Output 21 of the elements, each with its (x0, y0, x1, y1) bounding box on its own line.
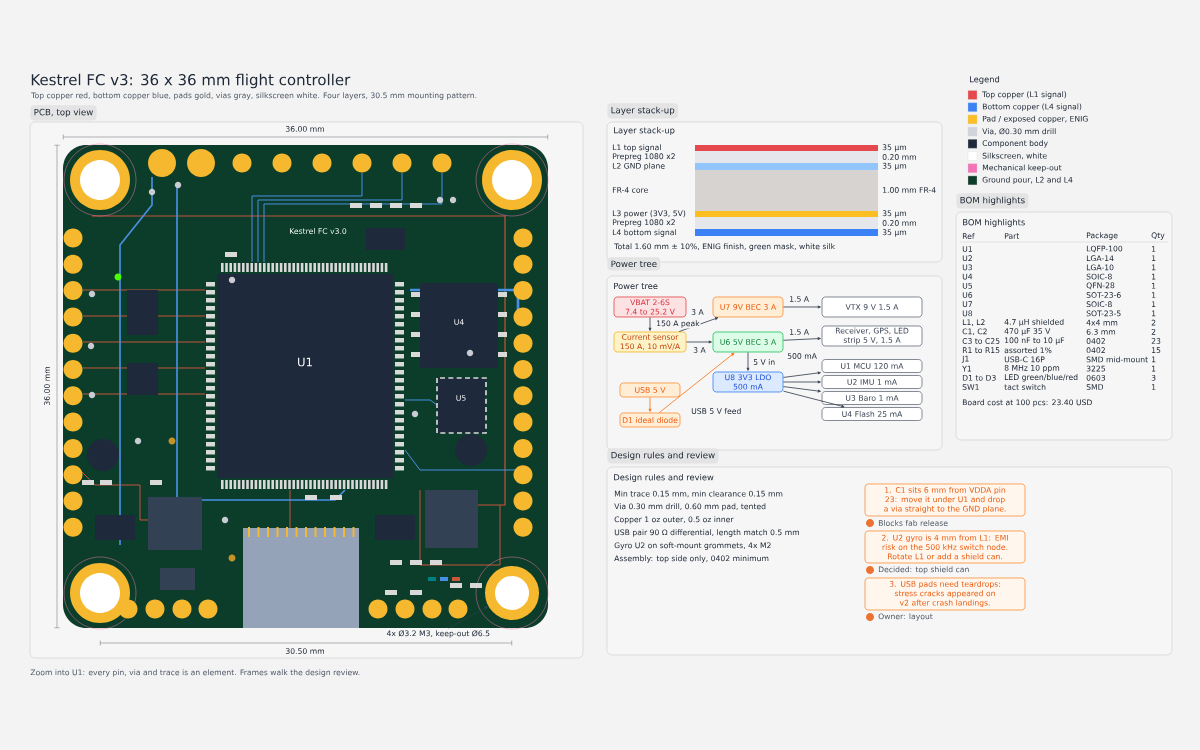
node-label: PCB, top view (34, 108, 93, 118)
node-label: Design rules and review (611, 451, 715, 461)
arrow (783, 390, 845, 408)
legend-title: Legend (970, 75, 1000, 84)
arrow (783, 371, 821, 378)
arrow (686, 340, 712, 344)
arrow (783, 305, 821, 309)
arrow (783, 386, 821, 393)
component-ref: U1 (298, 357, 312, 367)
arrow (648, 317, 652, 331)
node-label: Layer stack-up (611, 106, 675, 116)
node-label: Power tree (611, 260, 657, 268)
leader-line (448, 606, 489, 629)
arrow (658, 352, 735, 413)
node-label: BOM highlights (960, 196, 1025, 206)
title: Kestrel FC v3: 36 x 36 mm flight controller (31, 73, 351, 89)
arrow (746, 352, 750, 371)
arrow (648, 397, 652, 412)
arrow (783, 380, 821, 384)
mounting-hole (485, 566, 539, 620)
arrow (783, 337, 821, 341)
